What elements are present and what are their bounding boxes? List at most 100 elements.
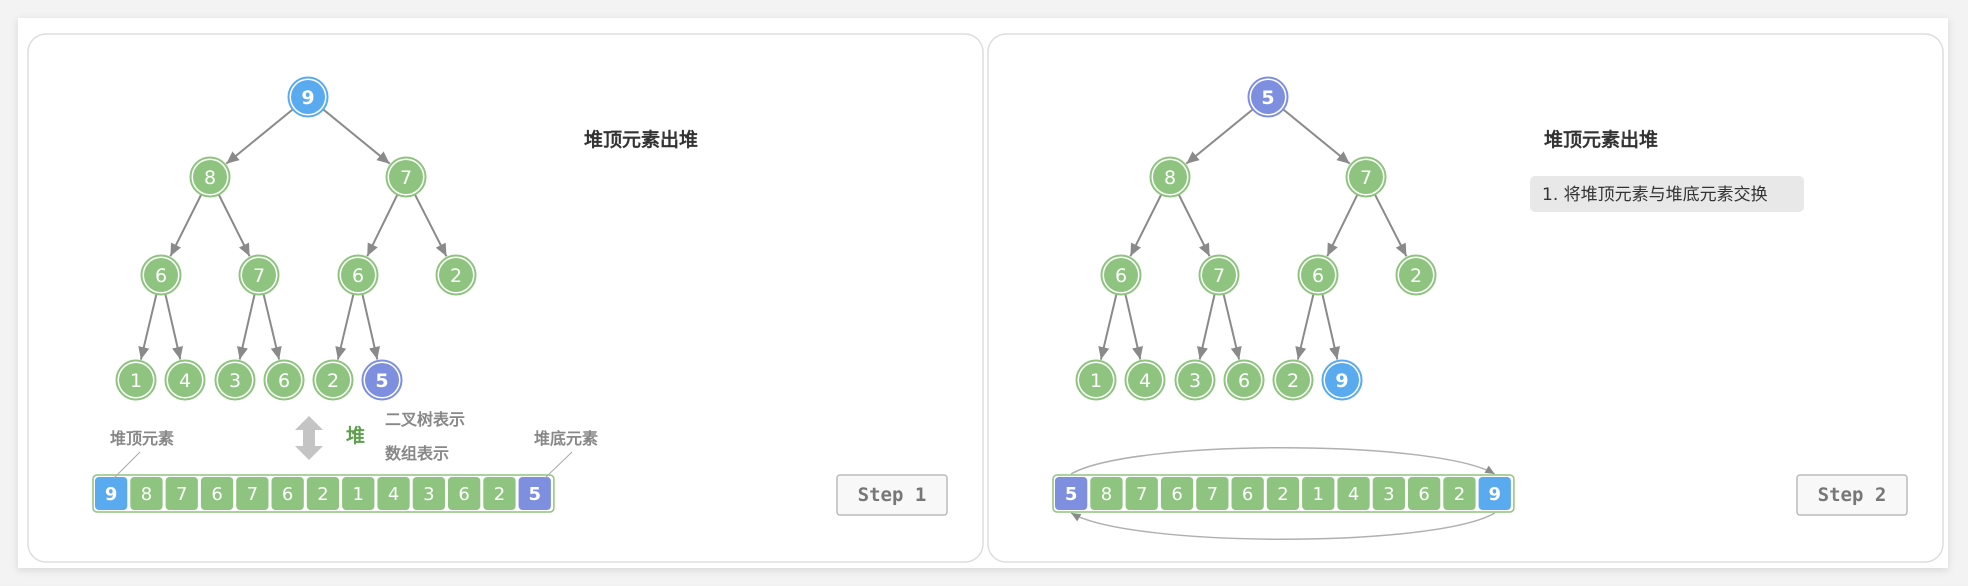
tree-node: 4 (164, 359, 206, 401)
tree-edge (1177, 193, 1211, 257)
array-cell-value: 7 (1207, 484, 1218, 505)
tree-node-value: 2 (1287, 370, 1299, 392)
array-cell-value: 5 (528, 484, 541, 505)
array-cell: 8 (1090, 477, 1123, 510)
tree-edge (237, 293, 256, 360)
array-cell: 6 (1160, 477, 1194, 510)
tree-node-circle (267, 363, 301, 397)
tree-node: 7 (1345, 156, 1387, 198)
array-cell: 2 (483, 477, 516, 510)
tree-node-value: 5 (1261, 87, 1274, 109)
tree-edge (1129, 193, 1163, 257)
tree-node-value: 1 (130, 370, 142, 392)
tree-node: 2 (312, 359, 354, 401)
tree-node-circle (439, 258, 473, 292)
tree-node: 6 (140, 254, 182, 296)
array-cell-box (483, 477, 516, 510)
heap-array-frame (92, 474, 555, 513)
tree-edge (1326, 193, 1359, 257)
array-cell-value: 6 (1418, 484, 1429, 505)
tree-node: 6 (1100, 254, 1142, 296)
double-arrow-icon (295, 416, 323, 460)
tree-node: 8 (189, 156, 231, 198)
tree-node-circle (1202, 258, 1236, 292)
step-button[interactable]: Step 1 (836, 474, 948, 516)
step-button-box[interactable] (1796, 474, 1908, 516)
tree-node: 3 (214, 359, 256, 401)
array-cell-box (448, 477, 481, 510)
array-cell: 6 (1408, 477, 1441, 510)
step-note: 1. 将堆顶元素与堆底元素交换 (1530, 176, 1804, 212)
array-cell-box (236, 477, 269, 510)
array-cell: 6 (448, 477, 481, 510)
tree-node-value: 9 (1335, 370, 1348, 392)
tree-node-value: 2 (327, 370, 339, 392)
array-cell-box (130, 477, 163, 510)
step-button[interactable]: Step 2 (1796, 474, 1908, 516)
array-cell: 2 (306, 477, 340, 510)
legend: 堆顶元素堆底元素堆二叉树表示数组表示 (110, 410, 598, 479)
tree-edge (1282, 108, 1351, 165)
tree-node: 7 (385, 156, 427, 198)
tree-node-value: 3 (229, 370, 241, 392)
tree-node-circle (242, 258, 276, 292)
tree-node-circle (389, 160, 423, 194)
array-cell-value: 2 (494, 484, 505, 505)
tree-node-circle (193, 160, 227, 194)
tree-node-circle (119, 363, 153, 397)
array-repr-label: 数组表示 (385, 444, 449, 463)
array-cell-value: 8 (1101, 484, 1112, 505)
step-button-label[interactable]: Step 2 (1818, 484, 1887, 506)
tree-edges (1098, 108, 1408, 360)
heap-top-pointer (113, 451, 141, 479)
tree-node-value: 7 (1360, 167, 1372, 189)
array-cell-box (412, 477, 445, 510)
array-cell-value: 7 (176, 484, 187, 505)
array-cell-value: 1 (1313, 484, 1324, 505)
tree-node-value: 4 (179, 370, 191, 392)
tree-edge (1295, 293, 1315, 360)
array-cell-value: 6 (1242, 484, 1253, 505)
array-cell-box (377, 477, 410, 510)
tree-node-value: 3 (1189, 370, 1201, 392)
swap-arcs (1070, 447, 1496, 540)
tree-node-value: 2 (1410, 265, 1422, 287)
array-cell-box (1090, 477, 1123, 510)
tree-edge (1098, 293, 1118, 360)
tree-node-circle (1399, 258, 1433, 292)
array-cell-value: 2 (1454, 484, 1465, 505)
step-note-box (1530, 176, 1804, 212)
tree-node-circle (341, 258, 375, 292)
tree-node-circle (1178, 363, 1212, 397)
array-cell-box (1160, 477, 1194, 510)
array-cell-value: 6 (282, 484, 293, 505)
array-cell: 5 (518, 477, 551, 510)
array-cell: 1 (1302, 477, 1335, 510)
array-cell: 9 (1478, 477, 1511, 510)
tree-node: 2 (435, 254, 477, 296)
array-cell-value: 6 (458, 484, 469, 505)
array-cell: 4 (1337, 477, 1370, 510)
tree-edge (225, 108, 294, 165)
step-button-label[interactable]: Step 1 (858, 484, 927, 506)
array-cell: 4 (377, 477, 410, 510)
array-cell-value: 3 (1383, 484, 1394, 505)
array-cell-value: 2 (317, 484, 328, 505)
heap-array-frame (1052, 474, 1515, 513)
array-cell-value: 4 (388, 484, 399, 505)
array-cell-box (1266, 477, 1300, 510)
tree-node-circle (316, 363, 350, 397)
array-cell-value: 5 (1065, 484, 1078, 505)
array-cell: 7 (1125, 477, 1158, 510)
tree-edge (1197, 293, 1216, 360)
array-cell-box (1443, 477, 1476, 510)
step-button-box[interactable] (836, 474, 948, 516)
array-cell: 3 (1372, 477, 1405, 510)
array-cell-value: 7 (247, 484, 258, 505)
tree-node-circle (1276, 363, 1310, 397)
panel-title: 堆顶元素出堆 (584, 128, 698, 151)
tree-node-value: 6 (1115, 265, 1127, 287)
